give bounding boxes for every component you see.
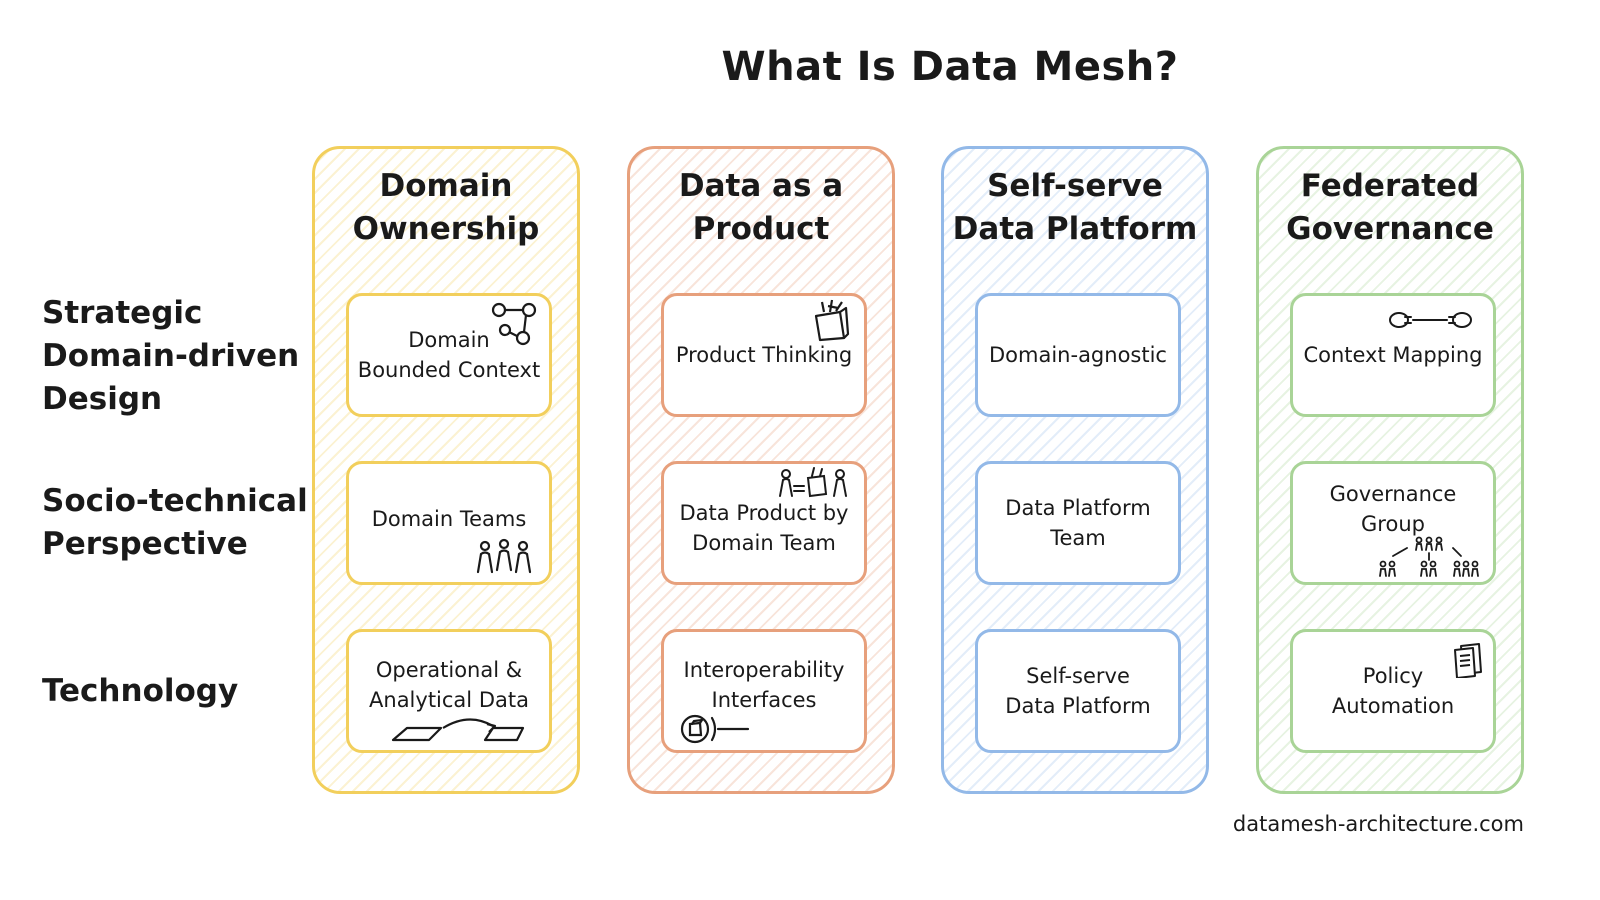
row-label-socio-technical: Socio-technical Perspective	[42, 483, 308, 562]
card-policy-automation: Policy Automation	[1290, 629, 1496, 753]
card-product-thinking: Product Thinking	[661, 293, 867, 417]
column-domain-ownership: Domain Ownership Domain Bounded Context	[312, 146, 580, 794]
row-label-strategic-ddd: Strategic Domain-driven Design	[42, 295, 300, 417]
card-label: Interoperability Interfaces	[683, 658, 845, 712]
page-title: What Is Data Mesh?	[721, 44, 1179, 90]
card-label: Self-serve Data Platform	[1005, 664, 1151, 718]
card-domain-bounded-context: Domain Bounded Context	[346, 293, 552, 417]
card-label: Operational & Analytical Data	[369, 658, 529, 712]
column-federated-governance: Federated Governance Context Mapping	[1256, 146, 1524, 794]
document-stack-icon	[1454, 643, 1482, 678]
card-label: Data Product by Domain Team	[679, 501, 849, 555]
card-label: Data Platform Team	[1005, 496, 1151, 550]
card-label: Context Mapping	[1303, 343, 1483, 367]
gift-box-icon	[814, 299, 850, 342]
people-group-icon	[476, 538, 532, 574]
column-title: Domain Ownership	[352, 168, 540, 247]
card-self-serve-data-platform: Self-serve Data Platform	[975, 629, 1181, 753]
card-operational-analytical-data: Operational & Analytical Data	[346, 629, 552, 753]
data-transfer-icon	[391, 718, 525, 742]
card-domain-teams: Domain Teams	[346, 461, 552, 585]
column-title: Federated Governance	[1286, 168, 1494, 247]
footer-source-url: datamesh-architecture.com	[1232, 812, 1524, 836]
card-data-product-by-domain-team: Data Product by Domain Team	[661, 461, 867, 585]
card-label: Domain Bounded Context	[357, 328, 541, 382]
row-label-technology: Technology	[42, 673, 239, 709]
column-title: Self-serve Data Platform	[952, 168, 1198, 247]
column-self-serve-data-platform: Self-serve Data Platform Domain-agnostic…	[941, 146, 1209, 794]
org-hierarchy-icon	[1379, 536, 1479, 577]
card-interoperability-interfaces: Interoperability Interfaces	[661, 629, 867, 753]
card-label: Domain-agnostic	[989, 343, 1167, 367]
link-connect-icon	[1389, 312, 1472, 328]
card-data-platform-team: Data Platform Team	[975, 461, 1181, 585]
card-governance-group: Governance Group	[1290, 461, 1496, 585]
card-label: Policy Automation	[1331, 664, 1455, 718]
port-connector-icon	[680, 714, 750, 744]
column-title: Data as a Product	[678, 168, 844, 247]
graph-nodes-icon	[491, 302, 537, 346]
card-domain-agnostic: Domain-agnostic	[975, 293, 1181, 417]
team-product-icon	[779, 467, 847, 498]
card-label: Product Thinking	[675, 343, 853, 367]
card-context-mapping: Context Mapping	[1290, 293, 1496, 417]
card-label: Domain Teams	[371, 507, 527, 531]
column-data-as-a-product: Data as a Product Product Thinking	[627, 146, 895, 794]
card-label: Governance Group	[1329, 482, 1457, 536]
